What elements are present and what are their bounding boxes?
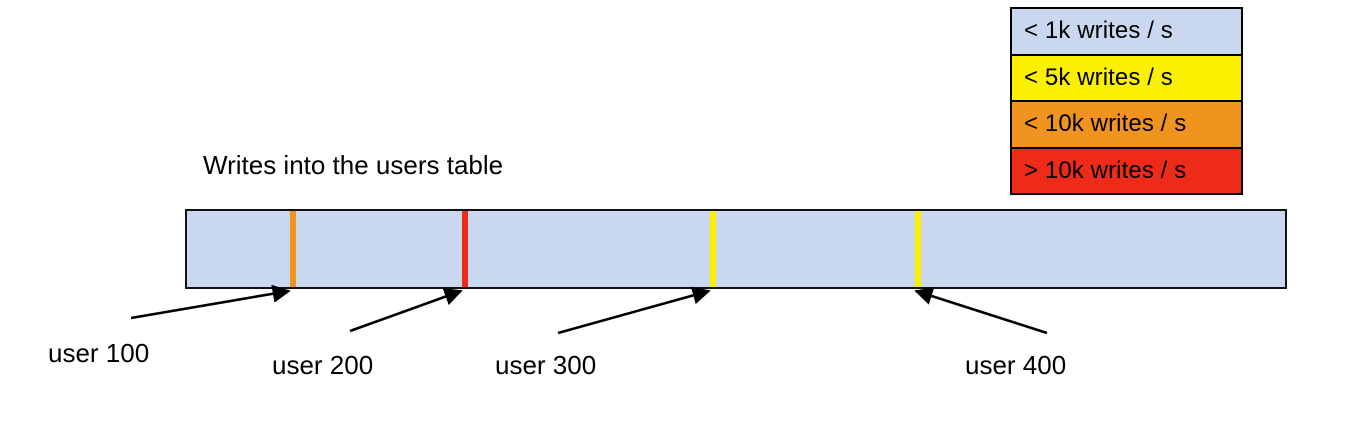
legend-label-under-10k: < 10k writes / s	[1024, 110, 1187, 138]
chart-title: Writes into the users table	[203, 150, 504, 180]
arrow-user-100	[130, 284, 291, 320]
legend-row-under-10k: < 10k writes / s	[1012, 102, 1241, 149]
callout-user-400: user 400	[965, 350, 1067, 380]
callout-user-100: user 100	[48, 338, 150, 368]
stripe-user-300	[710, 211, 716, 287]
arrow-user-300	[557, 286, 711, 335]
callout-user-300: user 300	[495, 350, 597, 380]
users-table-range-bar	[185, 209, 1287, 289]
legend-label-over-10k: > 10k writes / s	[1024, 156, 1187, 184]
arrow-user-200	[349, 287, 463, 333]
stripe-user-100	[290, 211, 296, 287]
stripe-user-200	[462, 211, 468, 287]
legend-row-under-1k: < 1k writes / s	[1012, 9, 1241, 56]
write-rate-legend: < 1k writes / s < 5k writes / s < 10k wr…	[1010, 7, 1243, 195]
legend-row-over-10k: > 10k writes / s	[1012, 148, 1241, 193]
legend-label-under-1k: < 1k writes / s	[1024, 17, 1173, 45]
legend-row-under-5k: < 5k writes / s	[1012, 55, 1241, 102]
stripe-user-400	[915, 211, 921, 287]
arrow-user-400	[914, 287, 1048, 335]
legend-label-under-5k: < 5k writes / s	[1024, 63, 1173, 91]
callout-user-200: user 200	[272, 350, 374, 380]
